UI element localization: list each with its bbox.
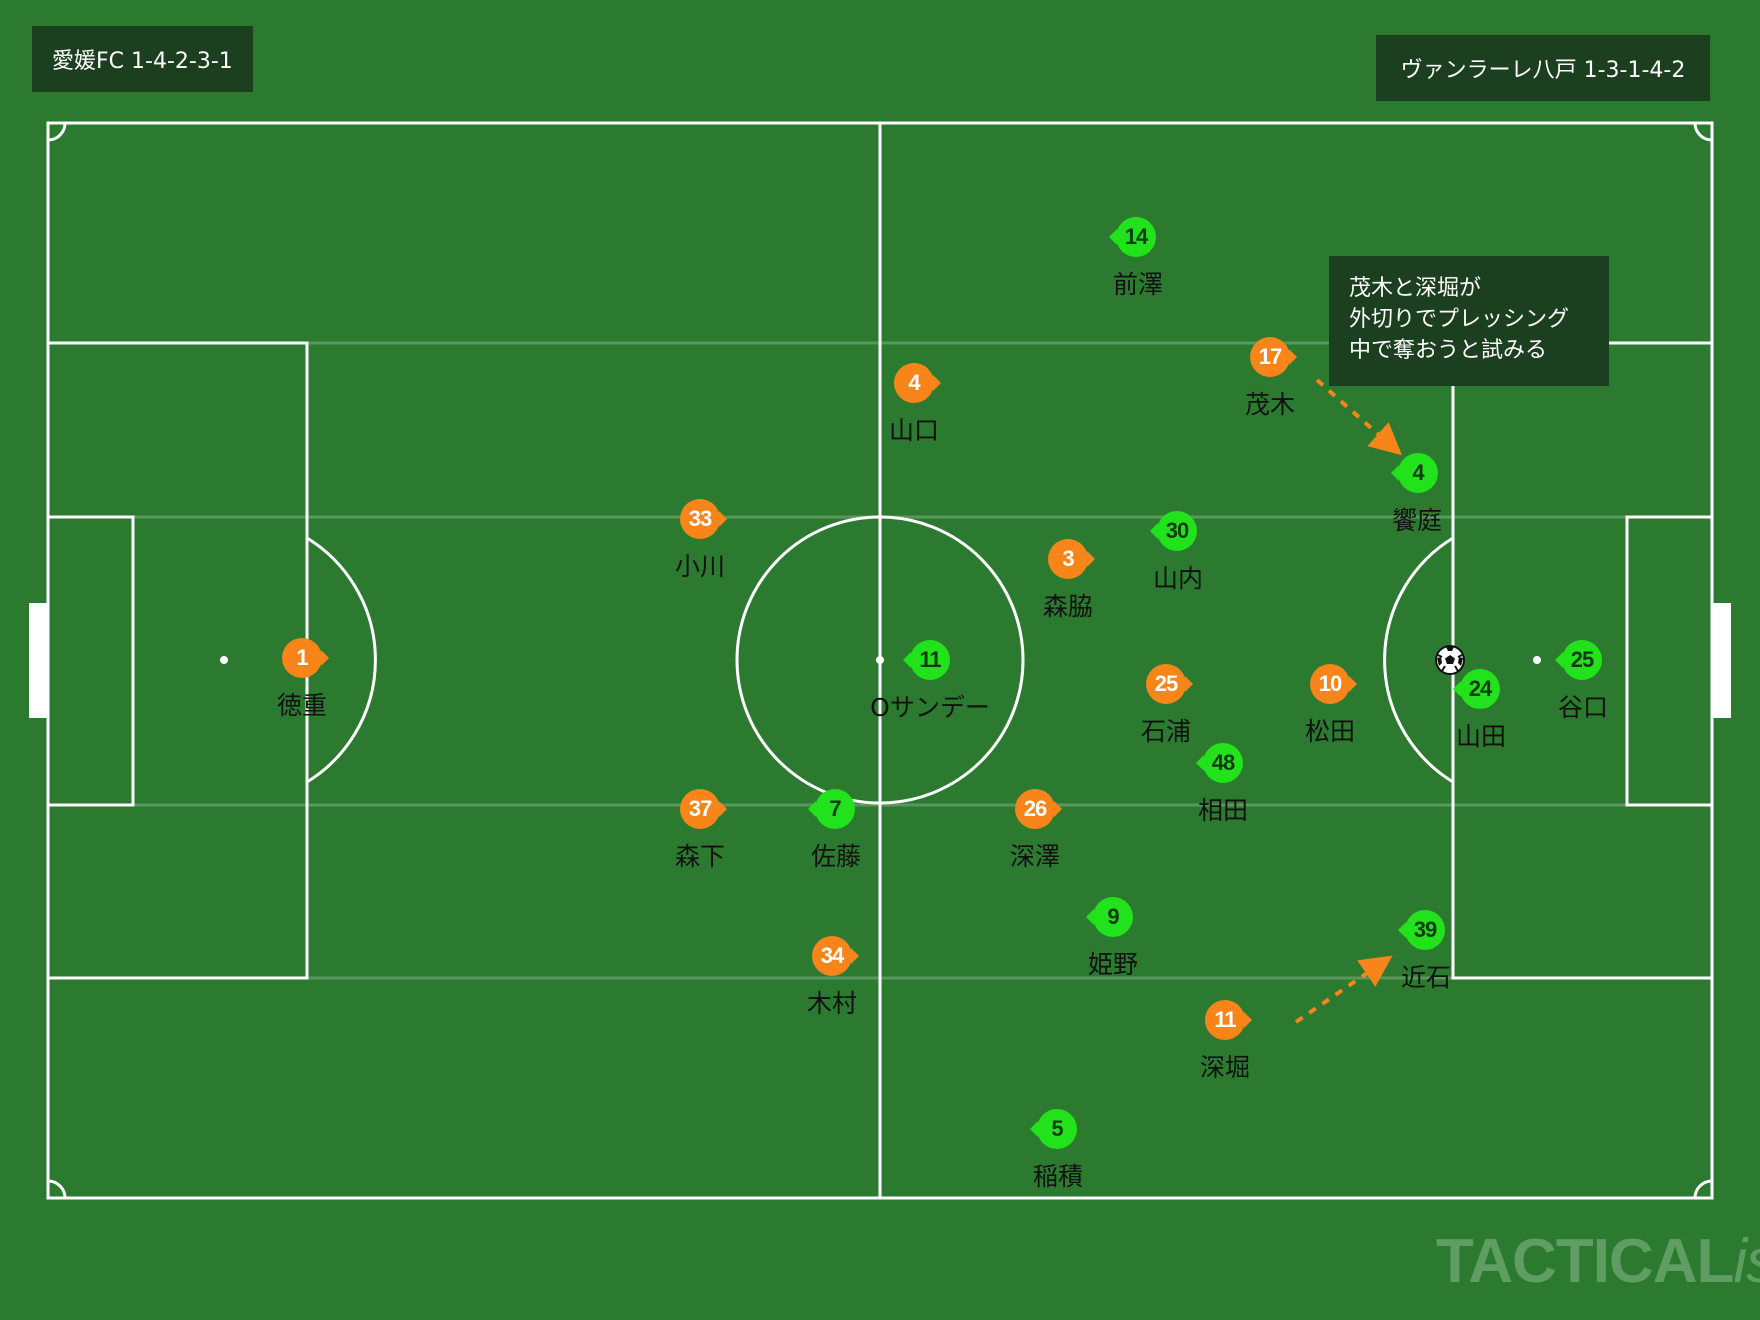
player-number: 9 <box>1107 904 1119 929</box>
away-player-marker[interactable]: 4 <box>1391 449 1442 497</box>
home-team-label: 愛媛FC 1-4-2-3-1 <box>32 26 253 92</box>
player-number: 5 <box>1051 1116 1063 1141</box>
home-player-marker[interactable]: 25 <box>1142 660 1193 708</box>
player-number: 11 <box>919 647 941 672</box>
home-player-marker[interactable]: 10 <box>1306 660 1357 708</box>
home-team-label-text: 愛媛FC 1-4-2-3-1 <box>52 49 233 74</box>
home-player-marker[interactable]: 4 <box>890 359 941 407</box>
player-number: 33 <box>688 506 712 531</box>
player-number: 4 <box>1412 460 1424 485</box>
left-penalty-spot <box>220 656 228 664</box>
player-number: 25 <box>1570 647 1594 672</box>
home-player-marker[interactable]: 37 <box>676 785 727 833</box>
player-name: 前澤 <box>1112 270 1164 299</box>
right-goal <box>1712 603 1731 718</box>
tactical-annotation-box: 茂木と深堀が 外切りでプレッシング 中で奪おうと試みる <box>1329 256 1609 386</box>
away-player-marker[interactable]: 7 <box>808 785 859 833</box>
player-number: 11 <box>1214 1007 1236 1032</box>
left-penalty-area <box>46 341 309 980</box>
player-name: 深澤 <box>1009 842 1061 871</box>
annotation-line: 外切りでプレッシング <box>1349 307 1570 332</box>
ball <box>1435 645 1465 675</box>
player-name: 深堀 <box>1199 1053 1251 1082</box>
player-name: 饗庭 <box>1391 506 1443 535</box>
away-player-marker[interactable]: 48 <box>1196 739 1247 787</box>
player-name: Oサンデー <box>870 693 990 722</box>
player-name: 徳重 <box>276 691 328 720</box>
player-number: 26 <box>1023 796 1047 821</box>
left-penalty-arc <box>306 536 377 784</box>
player-name: 相田 <box>1197 796 1249 825</box>
player-name: 木村 <box>806 989 858 1018</box>
player-name: 山内 <box>1152 564 1204 593</box>
player-name: 谷口 <box>1557 693 1609 722</box>
center-circle <box>735 515 1025 805</box>
player-name: 近石 <box>1400 963 1452 992</box>
away-player-marker[interactable]: 5 <box>1030 1105 1081 1153</box>
player-number: 3 <box>1062 546 1074 571</box>
player-name: 石浦 <box>1140 717 1192 746</box>
away-player-marker[interactable]: 30 <box>1150 507 1201 555</box>
corner-arc-tr <box>1693 122 1713 142</box>
away-player-marker[interactable]: 11 <box>903 636 954 684</box>
player-number: 25 <box>1154 671 1178 696</box>
player-number: 1 <box>296 645 308 670</box>
home-player-marker[interactable]: 33 <box>676 495 727 543</box>
player-name: 姫野 <box>1087 950 1139 979</box>
player-number: 14 <box>1124 224 1148 249</box>
away-team-label-text: ヴァンラーレ八戸 1-3-1-4-2 <box>1400 58 1686 83</box>
home-player-marker[interactable]: 26 <box>1011 785 1062 833</box>
away-player-marker[interactable]: 39 <box>1398 906 1449 954</box>
left-goal <box>29 603 48 718</box>
player-name: 森脇 <box>1042 592 1094 621</box>
player-number: 30 <box>1165 518 1189 543</box>
pressing-arrow-fukabori <box>1294 955 1393 1024</box>
player-number: 10 <box>1318 671 1342 696</box>
player-name: 稲積 <box>1032 1162 1084 1191</box>
right-penalty-spot <box>1533 656 1541 664</box>
right-penalty-arc <box>1383 536 1454 784</box>
player-name: 小川 <box>674 552 726 581</box>
player-number: 48 <box>1211 750 1235 775</box>
player-number: 17 <box>1258 344 1282 369</box>
away-player-marker[interactable]: 14 <box>1109 213 1160 261</box>
player-number: 34 <box>820 943 844 968</box>
center-spot <box>876 656 884 664</box>
away-team-label: ヴァンラーレ八戸 1-3-1-4-2 <box>1376 35 1710 101</box>
player-name: 山田 <box>1455 722 1507 751</box>
player-number: 37 <box>688 796 712 821</box>
player-number: 24 <box>1468 676 1492 701</box>
player-name: 森下 <box>674 842 726 871</box>
left-goal-area <box>46 515 135 807</box>
player-name: 佐藤 <box>810 842 862 871</box>
corner-arc-bl <box>47 1179 67 1199</box>
watermark-suffix: ista <box>1733 1227 1760 1296</box>
corner-arc-tl <box>47 122 67 142</box>
player-name: 茂木 <box>1244 390 1296 419</box>
annotation-line: 中で奪おうと試みる <box>1349 338 1548 363</box>
player-number: 4 <box>908 370 920 395</box>
home-player-marker[interactable]: 17 <box>1246 333 1297 381</box>
away-player-marker[interactable]: 25 <box>1555 636 1606 684</box>
away-player-marker[interactable]: 9 <box>1086 893 1137 941</box>
corner-arc-br <box>1693 1179 1713 1199</box>
pressing-arrow-mogi <box>1315 378 1402 456</box>
player-number: 7 <box>829 796 841 821</box>
annotation-line: 茂木と深堀が <box>1349 276 1482 301</box>
home-player-marker[interactable]: 1 <box>278 634 329 682</box>
player-number: 39 <box>1413 917 1437 942</box>
player-name: 松田 <box>1304 717 1356 746</box>
tacticalista-watermark: TACTICALista <box>1436 1226 1760 1297</box>
right-goal-area <box>1625 515 1714 807</box>
home-player-marker[interactable]: 3 <box>1044 535 1095 583</box>
player-name: 山口 <box>888 416 940 445</box>
home-player-marker[interactable]: 34 <box>808 932 859 980</box>
home-player-marker[interactable]: 11 <box>1201 996 1252 1044</box>
watermark-brand: TACTICAL <box>1436 1227 1734 1296</box>
away-player-marker[interactable]: 24 <box>1453 665 1504 713</box>
